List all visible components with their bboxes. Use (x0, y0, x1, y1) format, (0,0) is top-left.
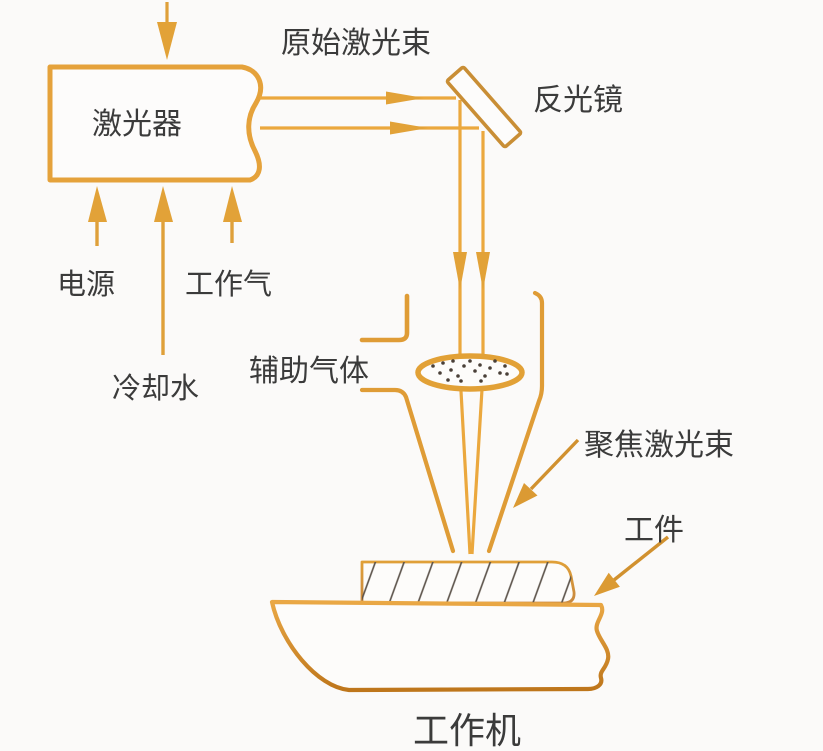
work-machine-label: 工作机 (413, 710, 521, 751)
laser-label: 激光器 (92, 108, 182, 141)
working-gas-arrow (223, 186, 242, 243)
original-beam-label: 原始激光束 (281, 27, 431, 60)
work-table: 工作机 (269, 599, 611, 751)
work-table-body (269, 599, 611, 693)
laser-box-outline (47, 64, 263, 183)
nozzle-right-wall-cone-right (486, 290, 545, 554)
reflected-line-left (458, 100, 472, 555)
focused-beam-label: 聚焦激光束 (584, 429, 734, 462)
laser-source: 激光器 (47, 64, 263, 183)
cooling-water-label: 冷却水 (112, 372, 199, 405)
focused-beam-pointer-line (529, 438, 580, 491)
lens-dots (431, 359, 509, 383)
reflected-arrowhead-left (453, 252, 467, 290)
inlet-arrows: 电源 工作气 冷却水 (57, 2, 272, 405)
workpiece-pointer-arrowhead (594, 572, 620, 596)
auxiliary-gas-label: 辅助气体 (249, 355, 369, 388)
workpiece-label: 工件 (624, 514, 684, 547)
reflected-line-right (470, 131, 485, 555)
reflected-beam (453, 100, 490, 555)
power-label: 电源 (57, 268, 115, 301)
mirror: 反光镜 (445, 65, 623, 149)
focused-beam-pointer-arrowhead (513, 483, 538, 508)
workpiece: 工件 (360, 514, 684, 605)
cooling-water-arrow (154, 186, 173, 355)
workpiece-hatching (362, 562, 575, 603)
focused-beam-pointer: 聚焦激光束 (513, 429, 734, 508)
gas-inlet-upper-wall (359, 293, 410, 343)
mirror-label: 反光镜 (533, 84, 623, 117)
beam-arrowhead-upper (386, 91, 424, 105)
power-arrow (88, 186, 107, 246)
mirror-glass (445, 65, 523, 149)
top-inlet-arrow (157, 2, 177, 60)
workpiece-pointer-line (612, 535, 670, 582)
nozzle-assembly: 辅助气体 (249, 290, 545, 554)
gas-inlet-lower-wall-cone-left (359, 387, 456, 554)
working-gas-label: 工作气 (185, 268, 272, 301)
beam-arrowhead-lower (390, 121, 428, 135)
reflected-arrowhead-right (476, 252, 490, 290)
original-beam: 原始激光束 (260, 27, 479, 135)
